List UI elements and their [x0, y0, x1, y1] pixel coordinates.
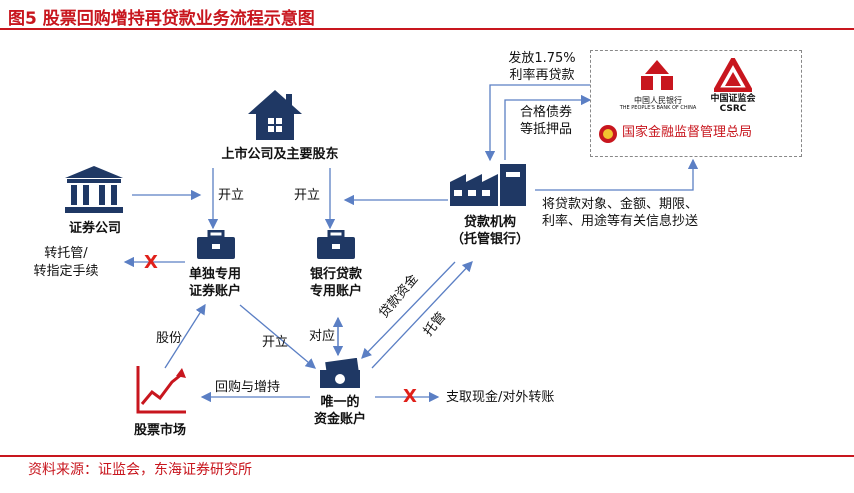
relending-label-1: 发放1.75% [508, 51, 576, 66]
money-bills-icon [320, 358, 360, 388]
factory-icon [450, 164, 526, 206]
dedicated-account-label-2: 证券账户 [188, 284, 241, 299]
blocked-cross-icon: X [144, 252, 158, 273]
nfra-name: 国家金融监督管理总局 [622, 125, 753, 140]
stock-chart-icon [136, 366, 186, 414]
edge-label-open: 开立 [218, 188, 245, 203]
pboc-name: 中国人民银行 [634, 96, 682, 105]
pboc-en: THE PEOPLE'S BANK OF CHINA [619, 105, 697, 111]
source-note: 资料来源：证监会，东海证券研究所 [28, 462, 252, 478]
pboc-logo [641, 60, 673, 90]
title-divider [0, 28, 854, 30]
briefcase-icon [317, 230, 355, 259]
lender-label-1: 贷款机构 [463, 215, 516, 230]
collateral-label-2: 等抵押品 [519, 122, 572, 137]
csrc-logo [714, 58, 752, 92]
national-emblem [599, 125, 617, 143]
edge-label-buyback: 回购与增持 [215, 380, 281, 395]
edge-label-shares: 股份 [156, 331, 183, 346]
house-icon [248, 90, 302, 140]
edge-label-corresponding: 对应 [309, 329, 336, 344]
bank-building-icon [65, 166, 123, 213]
regulators-box [590, 50, 802, 157]
csrc-name: 中国证监会 [710, 94, 756, 104]
figure-title: 图5 股票回购增持再贷款业务流程示意图 [8, 9, 315, 29]
edge-label-open: 开立 [294, 188, 321, 203]
listed-company-label: 上市公司及主要股东 [221, 147, 339, 162]
info-copy-label-2: 利率、用途等有关信息抄送 [542, 214, 699, 229]
stock-market-label: 股票市场 [133, 423, 186, 438]
edge-label-open: 开立 [262, 335, 289, 350]
transfer-custody-label-2: 转指定手续 [33, 264, 99, 279]
lender-label-2: （托管银行） [450, 232, 529, 247]
blocked-cross-icon: X [403, 386, 417, 407]
bank-loan-account-label-2: 专用账户 [309, 284, 362, 299]
briefcase-icon [197, 230, 235, 259]
csrc-en: CSRC [719, 104, 747, 114]
transfer-custody-label-1: 转托管/ [44, 246, 88, 261]
relending-label-2: 利率再贷款 [509, 68, 575, 83]
fund-account-label-2: 资金账户 [313, 412, 366, 427]
fund-account-label-1: 唯一的 [320, 395, 360, 410]
dedicated-account-label-1: 单独专用 [188, 267, 241, 282]
bank-loan-account-label-1: 银行贷款 [309, 267, 362, 282]
edge-label-cash-withdraw: 支取现金/对外转账 [446, 390, 555, 405]
footer-divider [0, 455, 854, 457]
securities-company-label: 证券公司 [68, 221, 121, 236]
collateral-label-1: 合格债券 [519, 105, 572, 120]
info-copy-label-1: 将贷款对象、金额、期限、 [542, 197, 699, 212]
